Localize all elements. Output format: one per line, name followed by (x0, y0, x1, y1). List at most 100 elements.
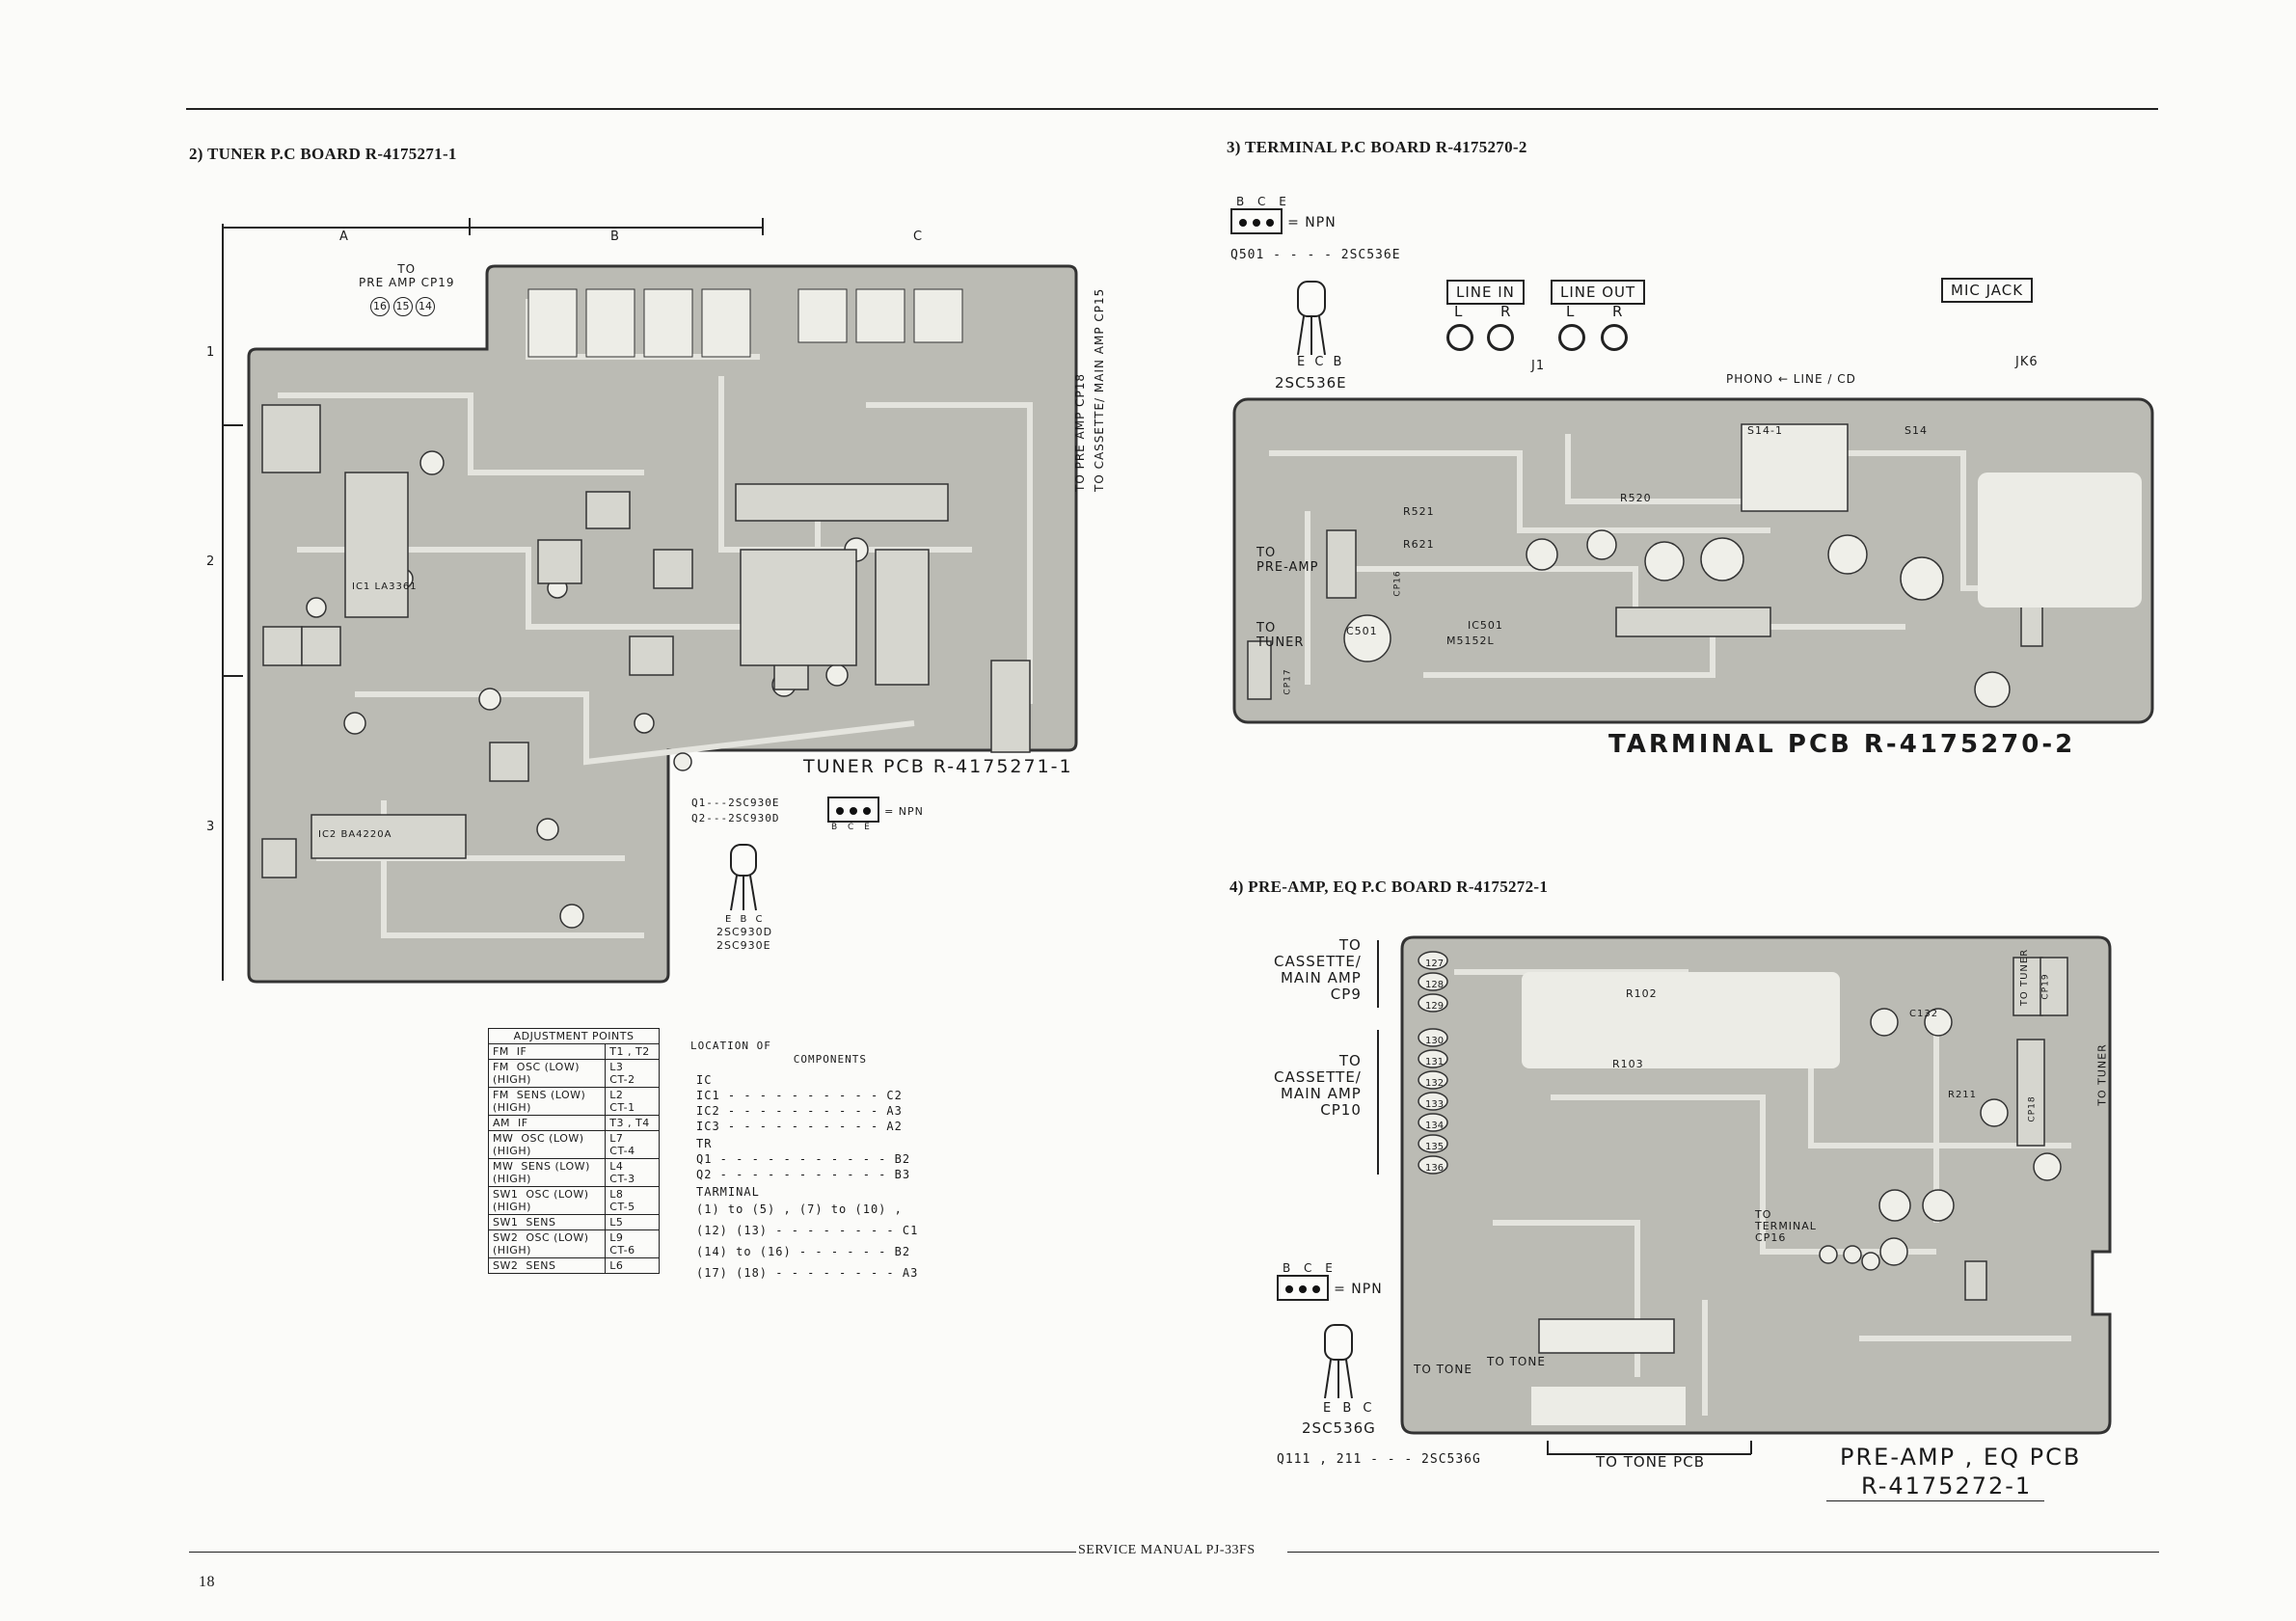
location-title: LOCATION OF COMPONENTS (690, 1040, 867, 1066)
location-line: (17) (18) - - - - - - - - A3 (696, 1266, 919, 1280)
pin-15: 15 (392, 297, 413, 316)
tuner-transistor-q1: Q1---2SC930E (691, 797, 780, 809)
location-line: IC2 - - - - - - - - - - A3 (696, 1104, 903, 1118)
line-in-l: L (1454, 303, 1464, 320)
footer-text: SERVICE MANUAL PJ-33FS (1078, 1543, 1256, 1557)
location-line: Q2 - - - - - - - - - - - B3 (696, 1168, 911, 1181)
tuner-pcb-board (247, 264, 1078, 984)
pin-129: 129 (1425, 1001, 1445, 1012)
tuner-transistor-q2: Q2---2SC930D (691, 812, 780, 824)
tuner-pins-16-14: 16 15 14 (370, 297, 435, 316)
tuner-grid-left (222, 224, 224, 981)
preamp-pcb-label-1: PRE-AMP , EQ PCB (1840, 1444, 2082, 1471)
terminal-cp17: CP17 (1283, 668, 1293, 695)
table-header: ADJUSTMENT POINTS (488, 1028, 660, 1044)
phono-line-label: PHONO ← LINE / CD (1726, 372, 1856, 386)
preamp-to-tuner-2: TO TUNER (2019, 948, 2031, 1007)
preamp-cp18: CP18 (2027, 1095, 2038, 1122)
tuner-col-c: C (913, 230, 924, 244)
preamp-to-cassette-cp10: TO CASSETTE/ MAIN AMP CP10 (1274, 1052, 1362, 1119)
tuner-to-pre-amp: TO PRE AMP CP19 (359, 262, 455, 289)
pins-cp10: 130 131 132 133 134 135 136 (1425, 1031, 1444, 1179)
terminal-transistor: Q501 - - - - 2SC536E (1230, 248, 1401, 262)
location-line: IC1 - - - - - - - - - - C2 (696, 1089, 903, 1102)
tuner-ic2-label: IC2 BA4220A (318, 829, 392, 840)
line-out-r: R (1612, 303, 1624, 320)
tuner-pcb-label: TUNER PCB R-4175271-1 (803, 756, 1073, 777)
terminal-part-label: IC501 (1468, 619, 1503, 632)
terminal-to-pre-amp: TO PRE-AMP (1256, 546, 1319, 575)
preamp-tr-pins: E B C (1323, 1401, 1376, 1416)
preamp-part-label: R102 (1626, 987, 1658, 1000)
pin-135: 135 (1425, 1142, 1445, 1152)
location-line: (12) (13) - - - - - - - - C1 (696, 1224, 919, 1237)
pins-cp9: 127 128 129 (1425, 954, 1444, 1017)
terminal-part-label: R521 (1403, 505, 1435, 518)
location-line: (1) to (5) , (7) to (10) , (696, 1202, 903, 1216)
terminal-section-title: 3) TERMINAL P.C BOARD R-4175270-2 (1227, 138, 1527, 156)
table-row: FM SENS (LOW) (HIGH)L2 CT-1 (487, 1087, 660, 1116)
preamp-npn-legend: B C E = NPN (1277, 1261, 1383, 1301)
preamp-part-label: C132 (1909, 1009, 1939, 1019)
pin-128: 128 (1425, 980, 1445, 990)
pin-136: 136 (1425, 1163, 1445, 1174)
pin-127: 127 (1425, 959, 1445, 969)
cp9-bracket (1377, 940, 1379, 1008)
npn-pins-label: B C E (1236, 195, 1291, 208)
preamp-to-tone-pcb: TO TONE PCB (1596, 1453, 1705, 1471)
preamp-pcb-board (1400, 935, 2112, 1435)
preamp-to-tone-2: TO TONE (1487, 1355, 1546, 1368)
terminal-part-label: C501 (1346, 625, 1378, 637)
jack-line-out-l (1558, 324, 1585, 351)
line-out-label: LINE OUT (1551, 280, 1646, 305)
table-row: SW1 OSC (LOW) (HIGH)L8 CT-5 (487, 1186, 660, 1215)
tuner-row-div-2 (222, 675, 243, 677)
preamp-section-title: 4) PRE-AMP, EQ P.C BOARD R-4175272-1 (1229, 878, 1549, 896)
terminal-npn-legend: B C E = NPN (1230, 195, 1337, 234)
tone-bracket-bottom (1547, 1453, 1751, 1455)
terminal-part-label: S14 (1904, 424, 1928, 437)
tuner-grid-div-2 (762, 218, 764, 235)
jack-line-in-l (1446, 324, 1473, 351)
tuner-row-1: 1 (206, 345, 216, 360)
npn-pins-label: B C E (831, 823, 874, 832)
tuner-tr-model-1: 2SC930D (716, 926, 773, 938)
jk6-label: JK6 (2015, 355, 2039, 369)
npn-label: = NPN (1334, 1282, 1383, 1297)
npn-pin-diagram (1277, 1275, 1329, 1301)
preamp-to-terminal: TO TERMINAL CP16 (1755, 1208, 1817, 1244)
pin-132: 132 (1425, 1078, 1445, 1089)
preamp-label-underline (1826, 1500, 2044, 1501)
npn-pin-diagram (827, 797, 879, 823)
location-line: Q1 - - - - - - - - - - - B2 (696, 1152, 911, 1166)
terminal-part-label: R621 (1403, 538, 1435, 551)
preamp-to-tuner-1: TO TUNER (2095, 1043, 2109, 1106)
preamp-part-label: R211 (1948, 1090, 1978, 1100)
tuner-row-3: 3 (206, 820, 216, 834)
tone-bracket-left (1547, 1441, 1549, 1454)
preamp-pcb-label-2: R-4175272-1 (1861, 1472, 2033, 1499)
tuner-npn-legend: = NPN B C E (827, 797, 924, 832)
tone-bracket-right (1750, 1441, 1752, 1454)
table-row: SW2 OSC (LOW) (HIGH)L9 CT-6 (487, 1229, 660, 1258)
line-out-l: L (1566, 303, 1576, 320)
table-row: FM OSC (LOW) (HIGH)L3 CT-2 (487, 1059, 660, 1088)
terminal-pcb-label: TARMINAL PCB R-4175270-2 (1608, 730, 2076, 759)
top-rule (186, 108, 2158, 110)
location-line: (14) to (16) - - - - - - B2 (696, 1245, 911, 1258)
tuner-side-label-2: TO CASSETTE/ MAIN AMP CP15 (1093, 287, 1106, 492)
pin-130: 130 (1425, 1036, 1445, 1046)
preamp-to-tone-1: TO TONE (1414, 1363, 1472, 1376)
tuner-tr-model-2: 2SC930E (716, 939, 771, 952)
tuner-transistor-icon (730, 844, 757, 911)
preamp-transistor: Q111 , 211 - - - 2SC536G (1277, 1452, 1481, 1467)
preamp-transistor-icon (1324, 1324, 1353, 1399)
preamp-tr-model: 2SC536G (1302, 1419, 1376, 1437)
jack-line-out-r (1601, 324, 1628, 351)
location-line: TR (696, 1137, 713, 1150)
tuner-col-b: B (610, 230, 620, 244)
tuner-row-div-1 (222, 424, 243, 426)
jack-line-in-r (1487, 324, 1514, 351)
